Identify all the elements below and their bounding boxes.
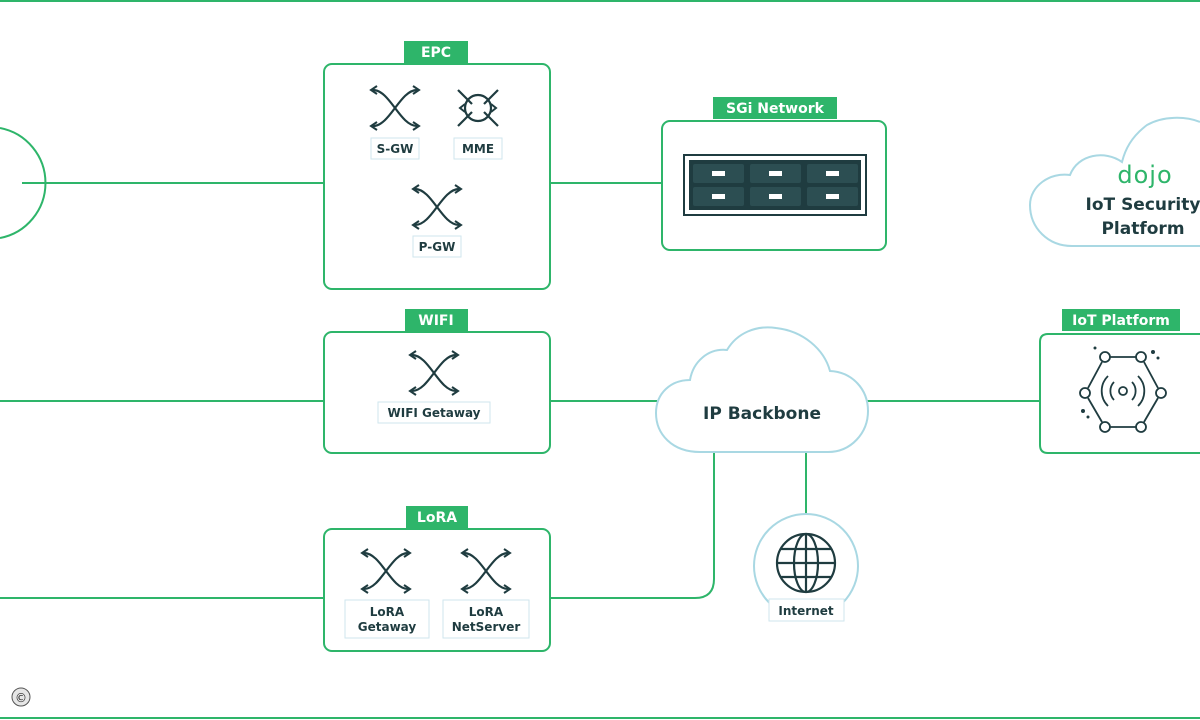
pgw-label: P-GW	[419, 240, 456, 254]
ip-backbone-cloud: IP Backbone	[654, 326, 870, 453]
iot-network-icon	[1079, 346, 1167, 433]
wifi-gateway-label: WIFI Getaway	[388, 406, 481, 420]
iot-title: IoT Platform	[1072, 313, 1170, 329]
lora-netserver-label-box	[442, 599, 530, 639]
sgi-network-box: SGi Network	[661, 97, 887, 251]
connector-lines	[0, 182, 1040, 599]
wifi-box: WIFI WIFI Getaway	[323, 309, 551, 454]
sgi-title: SGi Network	[726, 101, 825, 117]
wifi-title: WIFI	[418, 313, 453, 329]
sgw-label-box	[370, 137, 420, 160]
lora-box: LoRA LoRA Getaway LoRA NetServer	[323, 506, 551, 652]
mme-icon	[457, 89, 499, 127]
lora-netserver-line2: NetServer	[452, 620, 521, 634]
lora-gateway-line1: LoRA	[370, 605, 405, 619]
lora-gateway-label-box	[344, 599, 430, 639]
dojo-cloud-shape	[1028, 116, 1200, 247]
lora-title: LoRA	[417, 510, 457, 526]
cell-tower-circle	[0, 127, 47, 239]
internet-node: Internet	[753, 513, 859, 622]
lora-title-badge	[406, 506, 468, 528]
mme-label: MME	[462, 142, 494, 156]
internet-label-box	[768, 598, 845, 622]
dojo-logo: dojo	[1117, 161, 1172, 189]
iot-title-badge	[1062, 309, 1180, 331]
server-rack-icon	[683, 154, 867, 216]
pgw-label-box	[412, 235, 462, 258]
dojo-security-cloud: dojo IoT Security Platform	[1028, 116, 1200, 247]
globe-icon	[775, 532, 837, 594]
sgw-label: S-GW	[377, 142, 414, 156]
dojo-line2: Platform	[1101, 219, 1184, 239]
backbone-label: IP Backbone	[703, 404, 821, 424]
wifi-box-frame	[323, 331, 551, 454]
internet-label: Internet	[778, 604, 833, 618]
wifi-title-badge	[405, 309, 468, 331]
mme-label-box	[453, 137, 503, 160]
copyright-mark: ©	[11, 687, 31, 707]
sgi-title-badge	[713, 97, 837, 119]
dojo-line1: IoT Security	[1086, 195, 1200, 215]
iot-platform-box: IoT Platform	[1039, 309, 1200, 454]
epc-title-badge	[404, 41, 468, 63]
epc-title: EPC	[421, 45, 451, 61]
epc-box: EPC S-GW MME P-GW	[323, 41, 551, 290]
lora-netserver-line1: LoRA	[469, 605, 504, 619]
copyright-symbol: ©	[15, 691, 27, 705]
lora-gateway-line2: Getaway	[358, 620, 417, 634]
wifi-gateway-label-box	[377, 401, 491, 424]
backbone-cloud-shape	[654, 326, 870, 453]
line-lora-to-backbone	[550, 452, 715, 599]
